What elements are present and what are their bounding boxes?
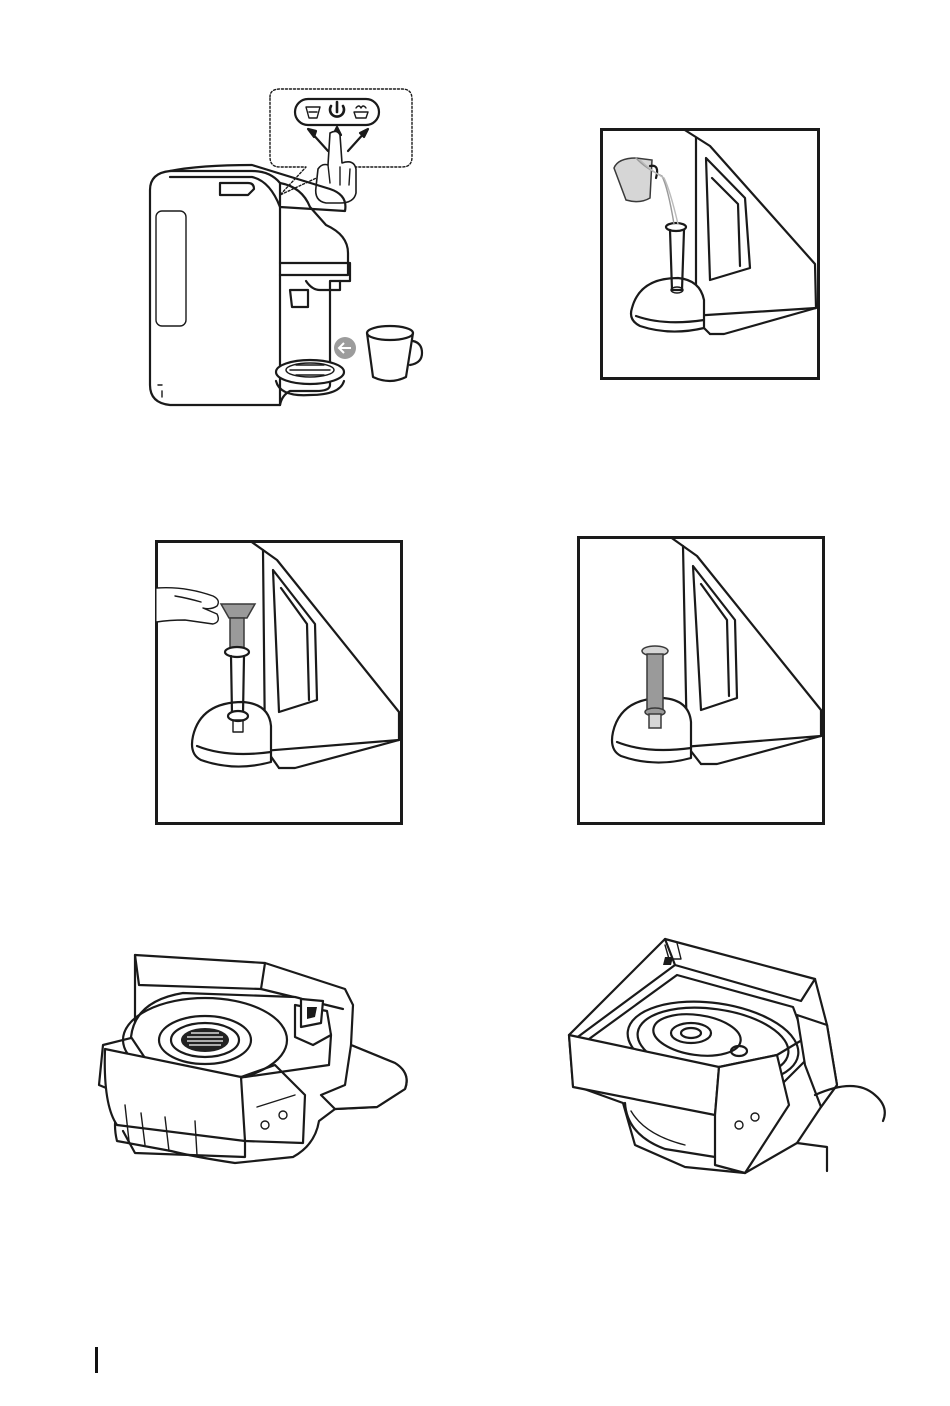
fig-tool-inserted <box>577 536 827 826</box>
fig-machine-power <box>130 85 450 405</box>
fig-capsule-holder-seal <box>565 935 895 1180</box>
espresso-cup-icon <box>367 326 422 381</box>
fig-capsule-holder-open <box>95 945 415 1170</box>
page-edge-marker <box>95 1347 98 1373</box>
capsule-holder-icon <box>569 939 885 1173</box>
arrow-left-icon <box>334 337 356 359</box>
fig-fill-water <box>600 128 822 382</box>
capsule-holder-icon <box>99 955 407 1163</box>
fig-press-plunger <box>155 540 403 826</box>
